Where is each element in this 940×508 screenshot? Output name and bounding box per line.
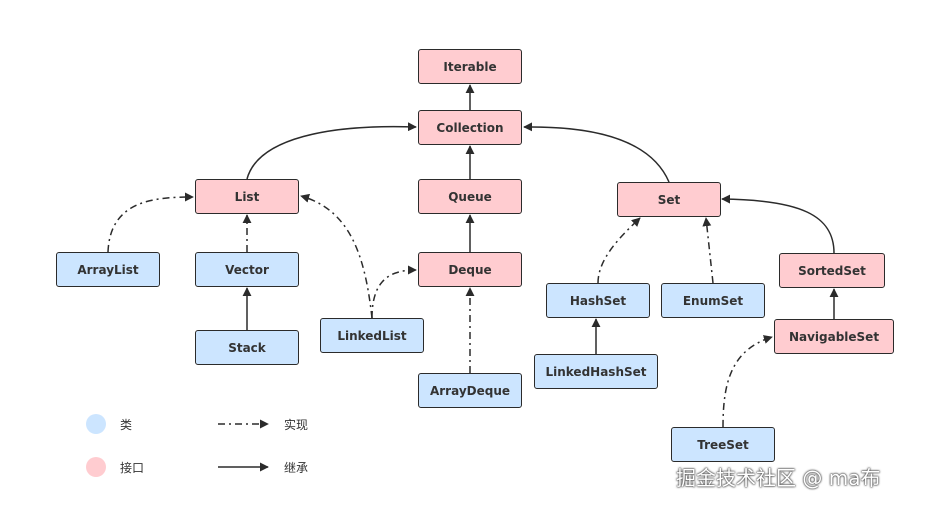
legend-implements-label: 实现 bbox=[284, 418, 309, 432]
node-set: Set bbox=[617, 182, 721, 217]
legend-class-swatch bbox=[86, 414, 106, 434]
node-linkedhashset: LinkedHashSet bbox=[534, 354, 658, 389]
node-queue: Queue bbox=[418, 179, 522, 214]
edge-hashset-to-set bbox=[597, 217, 641, 284]
edge-treeset-to-navigableset bbox=[722, 335, 773, 428]
node-enumset: EnumSet bbox=[661, 283, 765, 318]
node-collection: Collection bbox=[418, 110, 522, 145]
legend-interface-swatch bbox=[86, 457, 106, 477]
node-deque: Deque bbox=[418, 252, 522, 287]
legend-extends-label: 继承 bbox=[284, 461, 309, 475]
watermark: 掘金技术社区 @ ma布 bbox=[676, 466, 881, 490]
edge-set-to-collection bbox=[523, 122, 670, 183]
legend-interface-label: 接口 bbox=[120, 461, 145, 475]
node-vector: Vector bbox=[195, 252, 299, 287]
edge-sortedset-to-set bbox=[721, 194, 835, 254]
edge-linkedlist-to-list bbox=[300, 193, 373, 319]
node-iterable: Iterable bbox=[418, 49, 522, 84]
node-arraylist: ArrayList bbox=[56, 252, 160, 287]
node-navigableset: NavigableSet bbox=[774, 319, 894, 354]
edge-linkedlist-to-deque bbox=[371, 265, 417, 319]
node-linkedlist: LinkedList bbox=[320, 318, 424, 353]
node-stack: Stack bbox=[195, 330, 299, 365]
node-sortedset: SortedSet bbox=[779, 253, 885, 288]
edge-enumset-to-set bbox=[702, 217, 714, 284]
edge-arraylist-to-list bbox=[107, 192, 194, 253]
node-arraydeque: ArrayDeque bbox=[418, 373, 522, 408]
edge-list-to-collection bbox=[246, 122, 417, 180]
legend-class-label: 类 bbox=[120, 418, 133, 432]
node-list: List bbox=[195, 179, 299, 214]
node-treeset: TreeSet bbox=[671, 427, 775, 462]
node-hashset: HashSet bbox=[546, 283, 650, 318]
